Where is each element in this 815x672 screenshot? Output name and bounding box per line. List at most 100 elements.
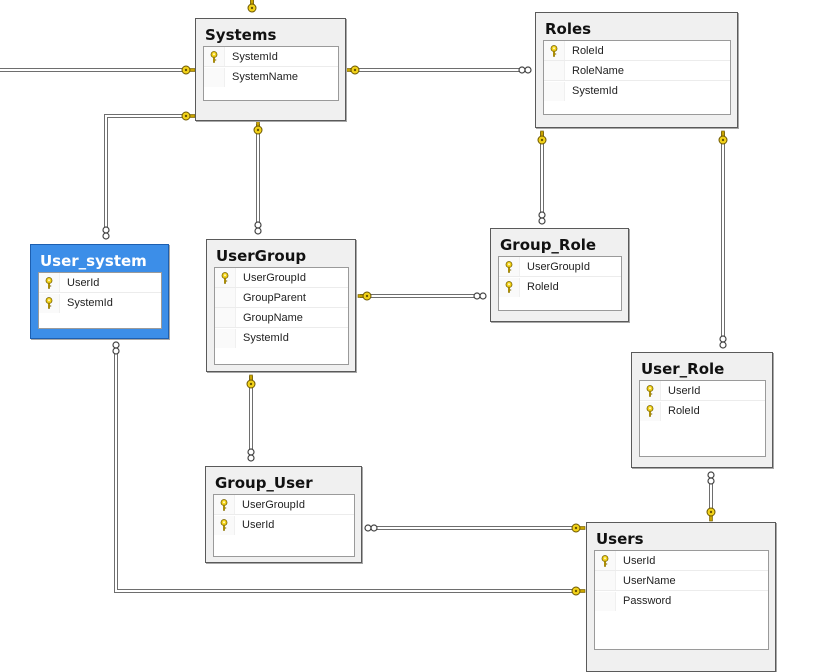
column-name: GroupParent <box>243 291 306 304</box>
column-name: RoleName <box>572 64 624 77</box>
column-row[interactable]: RoleId <box>499 277 621 297</box>
column-row[interactable]: GroupName <box>215 308 348 328</box>
table-title: Users <box>596 530 644 548</box>
key-icon <box>45 297 53 309</box>
row-selector <box>595 551 616 570</box>
table-systems[interactable]: Systems SystemId SystemName <box>195 18 346 121</box>
table-group-role[interactable]: Group_Role UserGroupId RoleId <box>490 228 629 322</box>
column-name: UserGroupId <box>527 260 590 273</box>
column-grid: UserId SystemId <box>38 272 162 329</box>
key-connector-icon <box>357 291 372 301</box>
table-group-user[interactable]: Group_User UserGroupId UserId <box>205 466 362 563</box>
key-icon <box>550 44 558 57</box>
key-connector-icon <box>718 130 728 145</box>
column-name: RoleId <box>572 44 604 57</box>
key-connector-icon <box>706 507 716 522</box>
row-selector <box>215 268 236 287</box>
row-selector <box>215 308 236 327</box>
column-row[interactable]: UserName <box>595 571 768 591</box>
key-icon <box>505 281 513 293</box>
column-name: SystemId <box>243 332 289 344</box>
row-selector <box>204 67 225 87</box>
column-row[interactable]: RoleName <box>544 61 730 81</box>
table-title: UserGroup <box>216 247 307 265</box>
column-row[interactable]: SystemId <box>215 328 348 348</box>
table-user-system[interactable]: User_system UserId SystemId <box>30 244 169 339</box>
key-connector-icon <box>537 130 547 145</box>
key-icon <box>221 271 229 284</box>
column-grid: UserGroupId GroupParent GroupName System… <box>214 267 349 365</box>
column-name: RoleId <box>527 281 559 293</box>
relationship-line-users-user-system[interactable] <box>114 343 580 593</box>
relationship-line-systems-user-system[interactable] <box>104 114 190 237</box>
table-title: Group_User <box>215 474 313 492</box>
column-name: UserId <box>242 519 275 531</box>
table-usergroup[interactable]: UserGroup UserGroupId GroupParent GroupN… <box>206 239 356 372</box>
table-title: Group_Role <box>500 236 597 254</box>
row-selector <box>39 273 60 292</box>
column-row[interactable]: UserId <box>214 515 354 535</box>
key-connector-icon <box>247 0 257 13</box>
column-name: UserId <box>668 384 701 397</box>
table-users[interactable]: Users UserId UserName Password <box>586 522 776 672</box>
column-row[interactable]: UserId <box>640 381 765 401</box>
column-row[interactable]: UserGroupId <box>499 257 621 277</box>
key-icon <box>646 384 654 397</box>
row-selector <box>499 257 520 276</box>
column-name: UserName <box>623 574 676 587</box>
key-icon <box>601 554 609 567</box>
row-selector <box>214 515 235 535</box>
table-roles[interactable]: Roles RoleId RoleName SystemId <box>535 12 738 128</box>
column-row[interactable]: UserId <box>39 273 161 293</box>
column-name: SystemId <box>232 50 278 63</box>
column-row[interactable]: SystemName <box>204 67 338 87</box>
infinity-icon <box>364 524 378 532</box>
column-grid: UserGroupId UserId <box>213 494 355 557</box>
column-row[interactable]: RoleId <box>640 401 765 421</box>
column-row[interactable]: UserGroupId <box>215 268 348 288</box>
table-user-role[interactable]: User_Role UserId RoleId <box>631 352 773 468</box>
column-grid: UserId RoleId <box>639 380 766 457</box>
row-selector <box>39 293 60 313</box>
column-row[interactable]: SystemId <box>544 81 730 101</box>
key-connector-icon <box>181 111 196 121</box>
key-icon <box>646 405 654 417</box>
key-icon <box>505 260 513 273</box>
key-connector-icon <box>571 586 586 596</box>
table-title: Roles <box>545 20 592 38</box>
column-row[interactable]: Password <box>595 591 768 611</box>
key-connector-icon <box>181 65 196 75</box>
row-selector <box>640 381 661 400</box>
key-connector-icon <box>253 120 263 135</box>
column-row[interactable]: SystemId <box>39 293 161 313</box>
table-title: User_system <box>40 252 147 270</box>
column-row[interactable]: SystemId <box>204 47 338 67</box>
column-grid: UserId UserName Password <box>594 550 769 650</box>
key-icon <box>220 498 228 511</box>
infinity-icon <box>254 221 262 235</box>
infinity-icon <box>538 211 546 225</box>
column-row[interactable]: UserGroupId <box>214 495 354 515</box>
column-grid: SystemId SystemName <box>203 46 339 101</box>
column-grid: UserGroupId RoleId <box>498 256 622 311</box>
column-name: SystemId <box>67 297 113 309</box>
column-name: RoleId <box>668 405 700 417</box>
infinity-icon <box>719 335 727 349</box>
column-row[interactable]: UserId <box>595 551 768 571</box>
column-grid: RoleId RoleName SystemId <box>543 40 731 115</box>
row-selector <box>640 401 661 421</box>
row-selector <box>215 328 236 348</box>
key-connector-icon <box>246 374 256 389</box>
column-name: UserGroupId <box>242 498 305 511</box>
table-title: Systems <box>205 26 277 44</box>
row-selector <box>204 47 225 66</box>
column-name: UserGroupId <box>243 271 306 284</box>
row-selector <box>595 591 616 611</box>
infinity-icon <box>102 226 110 240</box>
key-connector-icon <box>345 65 360 75</box>
column-row[interactable]: GroupParent <box>215 288 348 308</box>
row-selector <box>215 288 236 307</box>
column-row[interactable]: RoleId <box>544 41 730 61</box>
key-icon <box>210 50 218 63</box>
